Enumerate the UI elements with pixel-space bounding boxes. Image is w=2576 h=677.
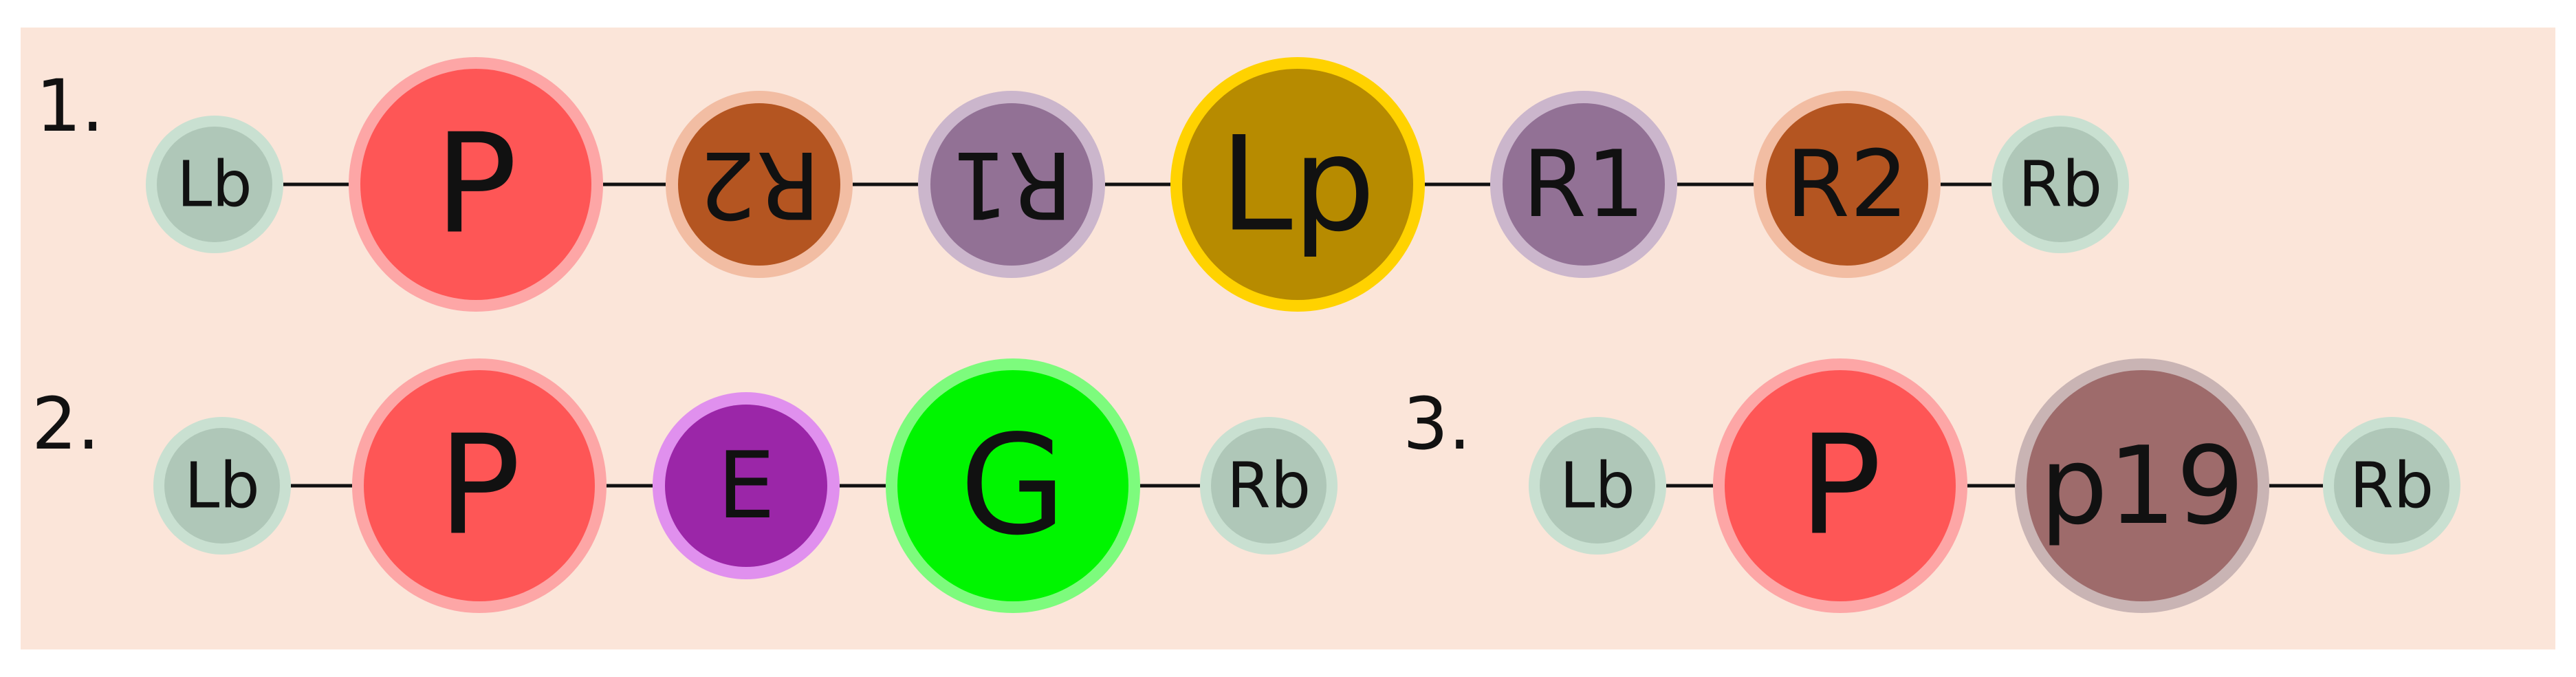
node-label: Lp <box>1220 109 1375 261</box>
node-r1: R1 <box>1490 91 1677 278</box>
node-label: Lb <box>184 449 260 523</box>
node-r2: R2 <box>1754 91 1941 278</box>
node-label: R1 <box>1522 131 1645 238</box>
node-label: P <box>438 406 521 566</box>
node-r2: R2 <box>666 91 853 278</box>
node-fill <box>157 127 272 242</box>
node-fill <box>1182 69 1413 300</box>
node-fill <box>897 370 1128 601</box>
node-label: p19 <box>2040 423 2245 548</box>
construct-label: 2. <box>32 382 100 466</box>
node-label: Lb <box>177 148 252 222</box>
node-fill <box>360 69 591 300</box>
construct-2: 2. Lb P E G Rb <box>32 358 1338 613</box>
node-p: P <box>352 358 607 613</box>
node-fill <box>2027 370 2258 601</box>
node-g: G <box>886 358 1140 613</box>
node-fill <box>2002 127 2118 242</box>
node-label: R1 <box>950 131 1073 238</box>
node-label: Rb <box>1227 449 1311 523</box>
node-p: P <box>349 57 603 312</box>
node-lp: Lp <box>1170 57 1425 312</box>
node-fill <box>1211 428 1327 544</box>
node-p19: p19 <box>2015 358 2269 613</box>
node-label: P <box>435 105 518 265</box>
node-fill <box>1540 428 1655 544</box>
node-rb: Rb <box>2323 417 2460 555</box>
node-label: P <box>1799 406 1882 566</box>
node-label: Lb <box>1560 449 1635 523</box>
node-lb: Lb <box>1529 417 1666 555</box>
node-label: Rb <box>2350 449 2434 523</box>
node-rb: Rb <box>1991 116 2129 253</box>
node-fill <box>164 428 280 544</box>
node-label: R2 <box>1786 131 1908 238</box>
node-e: E <box>653 392 840 579</box>
node-label: R2 <box>698 131 820 238</box>
construct-label: 1. <box>36 64 104 148</box>
node-lb: Lb <box>146 116 283 253</box>
node-fill <box>2334 428 2449 544</box>
construct-1: 1. Lb P R2 R1 Lp R1 R2 Rb <box>36 57 2129 312</box>
node-label: E <box>717 432 776 539</box>
node-label: Rb <box>2018 148 2102 222</box>
node-label: G <box>960 406 1067 566</box>
node-fill <box>665 405 827 567</box>
node-fill <box>1725 370 1956 601</box>
node-lb: Lb <box>153 417 291 555</box>
construct-label: 3. <box>1403 382 1471 466</box>
node-p: P <box>1713 358 1967 613</box>
node-rb: Rb <box>1200 417 1338 555</box>
node-fill <box>1503 103 1665 266</box>
node-fill <box>1766 103 1928 266</box>
node-r1: R1 <box>918 91 1105 278</box>
node-fill <box>678 103 840 266</box>
node-fill <box>930 103 1093 266</box>
node-fill <box>364 370 595 601</box>
